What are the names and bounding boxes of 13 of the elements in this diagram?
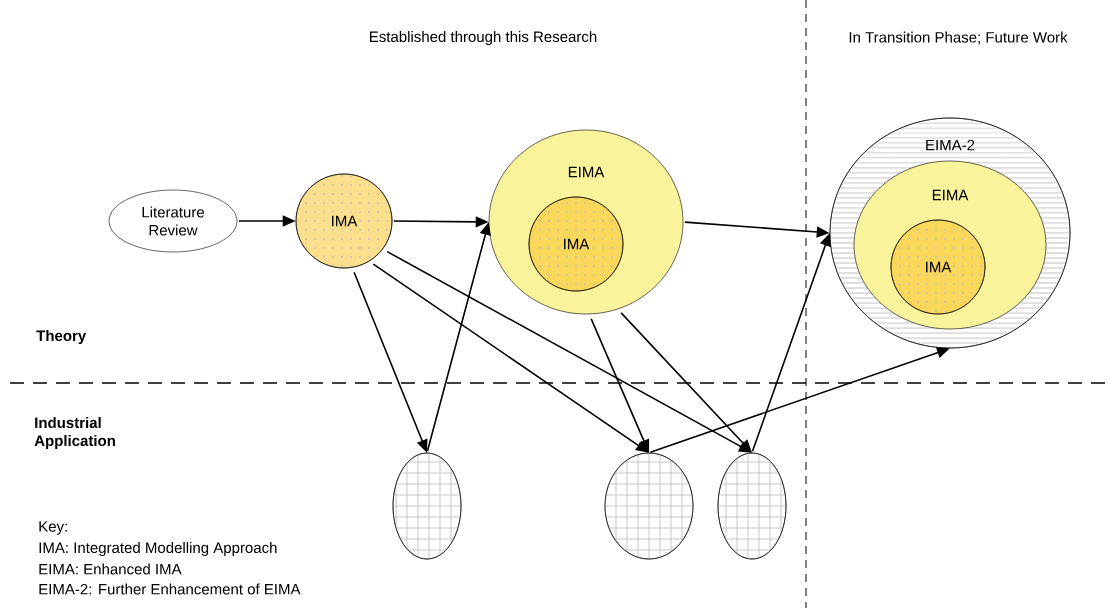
zone-label: Theory: [36, 330, 87, 344]
key-text: IMA: Integrated Modelling Approach: [39, 542, 277, 556]
grid-oval: [717, 452, 787, 560]
zone-label: Industrial Application: [34, 417, 115, 449]
key-text: Key:: [39, 521, 67, 535]
heading: In Transition Phase; Future Work: [849, 31, 1068, 45]
oval-box: Literature Review: [108, 189, 238, 253]
arrow: [372, 263, 649, 453]
grid-oval: [604, 452, 694, 560]
heading: Established through this Research: [370, 31, 597, 45]
key-text: EIMA-2: Further Enhancement of EIMA: [39, 583, 301, 595]
key-text: EIMA: Enhanced IMA: [39, 563, 182, 575]
grid-oval: [392, 452, 462, 560]
